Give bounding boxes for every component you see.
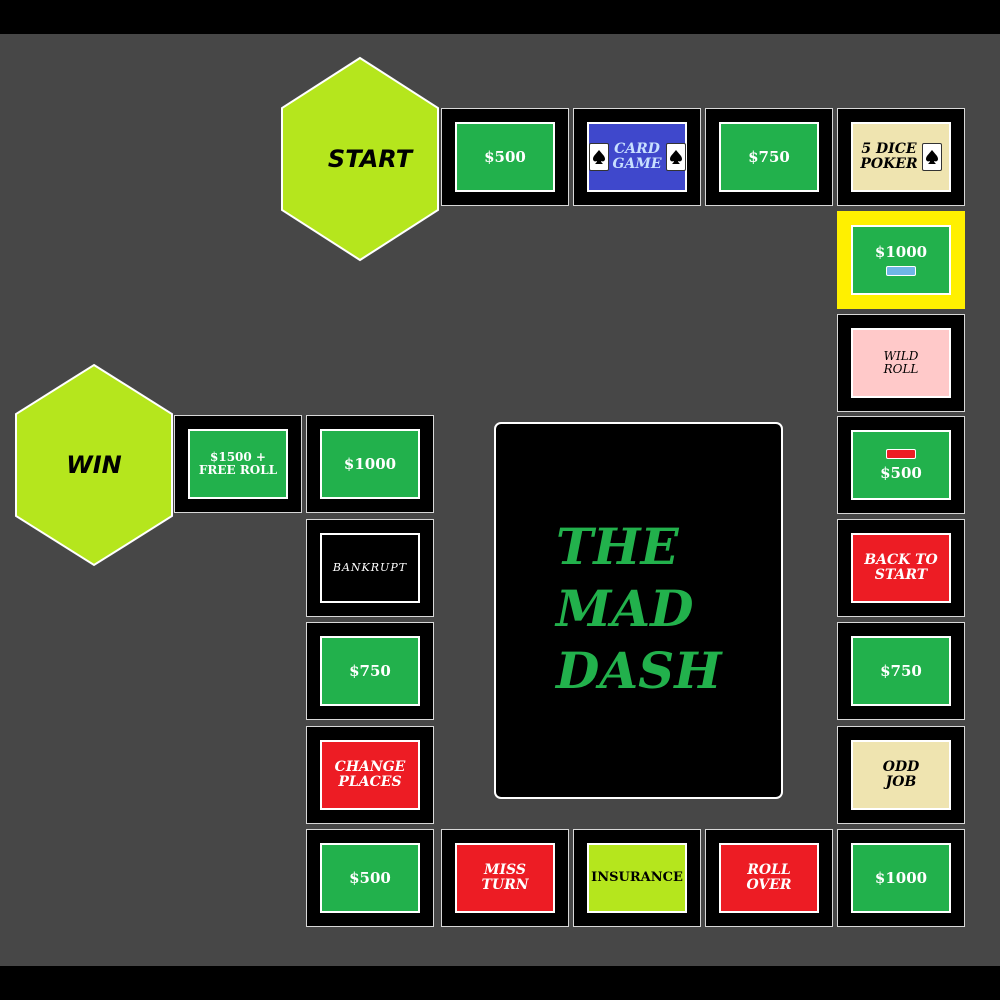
game-board: START WIN $500 CARD GAME <box>0 34 1000 966</box>
tile-face: $1000 <box>851 843 951 913</box>
tile-face: BACK TO START <box>851 533 951 603</box>
tile-label-line2: FREE ROLL <box>198 463 278 477</box>
tile-label: $500 <box>349 868 391 887</box>
tile-label-line2: TURN <box>481 877 529 893</box>
tile-500-bottom[interactable]: $500 <box>306 829 434 927</box>
tile-insurance[interactable]: INSURANCE <box>573 829 701 927</box>
tile-face: $500 <box>320 843 420 913</box>
tile-label: BANKRUPT <box>332 560 408 574</box>
tile-5-dice-poker[interactable]: 5 DICE POKER <box>837 108 965 206</box>
title-line-3: DASH <box>556 641 722 700</box>
tile-label: $500 <box>880 463 922 482</box>
tile-label-line2: START <box>874 567 928 583</box>
title-line-2: MAD <box>556 579 694 638</box>
tile-face: $1500 + FREE ROLL <box>188 429 288 499</box>
tile-label-line2: ROLL <box>883 362 919 376</box>
tile-wild-roll[interactable]: WILD ROLL <box>837 314 965 412</box>
tile-label: $1000 <box>874 868 928 887</box>
tile-label-line2: OVER <box>746 877 792 893</box>
tile-label-line1: CARD <box>614 140 660 157</box>
tile-label: $750 <box>748 147 790 166</box>
tile-back-to-start[interactable]: BACK TO START <box>837 519 965 617</box>
tile-face: INSURANCE <box>587 843 687 913</box>
tile-bankrupt[interactable]: BANKRUPT <box>306 519 434 617</box>
tile-label-line1: WILD <box>883 348 919 363</box>
poker-content: 5 DICE POKER <box>860 140 942 173</box>
title-panel: THE MAD DASH <box>494 422 783 799</box>
tile-roll-over[interactable]: ROLL OVER <box>705 829 833 927</box>
tile-750-top[interactable]: $750 <box>705 108 833 206</box>
tile-face: $750 <box>320 636 420 706</box>
spade-card-icon <box>921 143 942 171</box>
tile-face: WILD ROLL <box>851 328 951 398</box>
tile-label-line1: CHANGE <box>334 758 406 775</box>
tile-change-places[interactable]: CHANGE PLACES <box>306 726 434 824</box>
hexagon-shape <box>15 363 173 567</box>
tile-miss-turn[interactable]: MISS TURN <box>441 829 569 927</box>
tile-face: $1000 <box>320 429 420 499</box>
tile-odd-job[interactable]: ODD JOB <box>837 726 965 824</box>
tile-face: $1000 <box>851 225 951 295</box>
start-space[interactable]: START <box>280 56 440 262</box>
tile-label-line2: JOB <box>885 774 917 790</box>
title-line-1: THE <box>556 517 679 576</box>
tile-1500-free-roll[interactable]: $1500 + FREE ROLL <box>174 415 302 513</box>
tile-card-game[interactable]: CARD GAME <box>573 108 701 206</box>
tile-label: INSURANCE <box>591 869 683 885</box>
tile-label: $500 <box>484 147 526 166</box>
tile-1000-left[interactable]: $1000 <box>306 415 434 513</box>
tile-face: $750 <box>851 636 951 706</box>
win-space[interactable]: WIN <box>14 363 174 567</box>
spade-card-icon <box>588 143 609 171</box>
tile-face: $750 <box>719 122 819 192</box>
tile-500-right[interactable]: $500 <box>837 416 965 514</box>
tile-label-line1: ODD <box>882 758 920 775</box>
tile-label-line1: ROLL <box>747 861 791 878</box>
card-game-content: CARD GAME <box>588 140 686 173</box>
tile-face: CHANGE PLACES <box>320 740 420 810</box>
tile-face: $500 <box>455 122 555 192</box>
tile-face: CARD GAME <box>587 122 687 192</box>
red-chip-icon <box>886 448 916 459</box>
tile-label: $750 <box>349 661 391 680</box>
blue-chip-icon <box>886 266 916 277</box>
tile-1000-bottom[interactable]: $1000 <box>837 829 965 927</box>
tile-label: $1000 <box>874 242 928 261</box>
tile-label-line1: BACK TO <box>864 551 938 568</box>
game-title: THE MAD DASH <box>556 516 722 702</box>
win-label: WIN <box>66 451 122 479</box>
hexagon-shape <box>281 56 439 262</box>
tile-label-line2: PLACES <box>338 774 402 790</box>
tile-label-line2: GAME <box>612 156 662 172</box>
tile-face: ODD JOB <box>851 740 951 810</box>
tile-750-right[interactable]: $750 <box>837 622 965 720</box>
tile-face: MISS TURN <box>455 843 555 913</box>
tile-1000-right-current[interactable]: $1000 <box>837 211 965 309</box>
tile-face: 5 DICE POKER <box>851 122 951 192</box>
tile-face: ROLL OVER <box>719 843 819 913</box>
spade-card-icon <box>665 143 686 171</box>
tile-750-left[interactable]: $750 <box>306 622 434 720</box>
start-label: START <box>327 145 413 173</box>
tile-label-line1: $1500 + <box>210 449 266 464</box>
tile-label-line2: POKER <box>860 156 918 172</box>
tile-label-line1: MISS <box>484 861 526 878</box>
tile-500-top[interactable]: $500 <box>441 108 569 206</box>
tile-label: $750 <box>880 661 922 680</box>
tile-label: $1000 <box>343 454 397 473</box>
tile-face: $500 <box>851 430 951 500</box>
tile-face: BANKRUPT <box>320 533 420 603</box>
tile-label-line1: 5 DICE <box>861 140 917 157</box>
